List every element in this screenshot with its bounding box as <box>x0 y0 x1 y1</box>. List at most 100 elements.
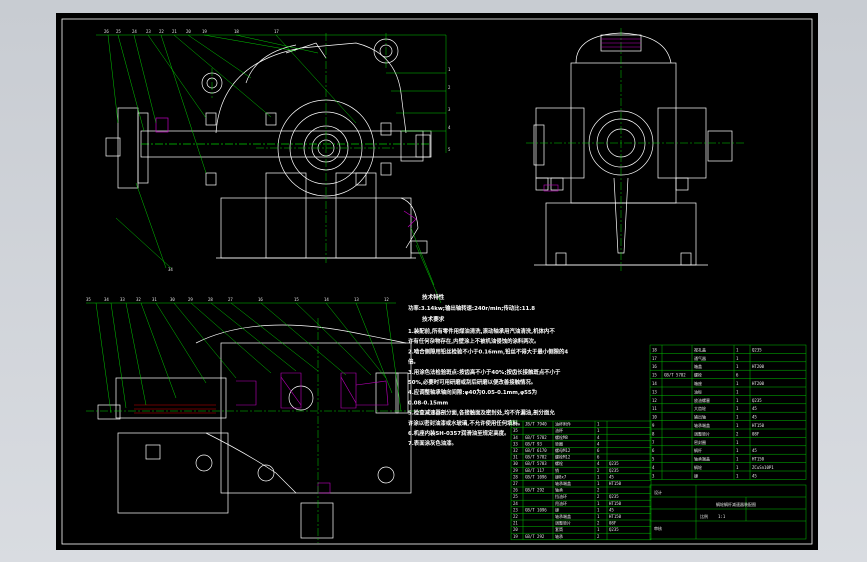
table-cell: 27 <box>513 481 518 486</box>
table-cell: 箱座 <box>694 380 702 386</box>
side-view <box>533 32 733 266</box>
table-cell: 25 <box>513 494 518 499</box>
table-cell: 1 <box>597 481 600 486</box>
table-cell: 2 <box>597 521 600 526</box>
table-cell: 5 <box>652 457 655 462</box>
table-cell: Q235 <box>609 468 619 473</box>
notes-subtitle: 技术要求 <box>422 315 445 323</box>
table-cell: HT150 <box>609 514 622 519</box>
table-cell: 油标 <box>694 388 702 394</box>
title-block-check: 审核 <box>654 525 662 531</box>
table-cell: 螺母M12 <box>555 447 571 453</box>
table-cell: 调整垫片 <box>694 430 710 436</box>
table-cell: 螺栓M8 <box>555 434 568 440</box>
technical-notes: 技术特性 功率:3.14kw;输出轴转速:240r/min;传动比:11.8 技… <box>407 293 568 447</box>
table-cell: 1 <box>736 440 739 445</box>
table-cell: 1 <box>736 423 739 428</box>
table-cell: 轴承 <box>555 533 563 539</box>
side-view-centerlines <box>526 28 746 271</box>
table-cell: 16 <box>652 364 657 369</box>
table-cell: 1 <box>736 465 739 470</box>
svg-text:33: 33 <box>120 297 125 302</box>
table-cell: GB/T 5783 <box>525 461 547 466</box>
title-block-design: 设计 <box>654 489 662 495</box>
table-cell: 蜗杆 <box>694 447 702 453</box>
table-cell: 19 <box>513 534 518 539</box>
table-cell: 螺栓 <box>694 372 702 378</box>
svg-text:28: 28 <box>208 297 213 302</box>
table-cell: Q235 <box>609 494 619 499</box>
table-cell: 轴承端盖 <box>555 480 571 486</box>
table-cell: 21 <box>513 521 518 526</box>
table-cell: HT150 <box>609 481 622 486</box>
top-view-magenta-section <box>236 372 389 494</box>
svg-text:25: 25 <box>116 29 121 34</box>
table-cell: 4 <box>597 441 600 446</box>
table-cell: 通气器 <box>694 355 706 361</box>
top-view-centerlines <box>86 318 421 543</box>
table-cell: 4 <box>652 465 655 470</box>
table-cell: 4 <box>597 435 600 440</box>
table-cell: 30 <box>513 461 518 466</box>
table-cell: 1 <box>597 501 600 506</box>
table-cell: 1 <box>736 457 739 462</box>
notes-item: 3.用涂色法检验斑点:按齿高不小于40%;按齿长接触斑点不小于 <box>408 368 561 376</box>
table-cell: 输出轴 <box>694 414 706 420</box>
svg-text:21: 21 <box>172 29 177 34</box>
notes-item: 5.检查减速器剖分面,各接触面及密封处,均不许漏油,剖分面允 <box>408 409 555 417</box>
table-cell: 键 <box>694 472 698 478</box>
table-cell: HT150 <box>752 457 765 462</box>
svg-text:27: 27 <box>228 297 233 302</box>
table-cell: 6 <box>652 448 655 453</box>
table-cell: 12 <box>652 398 657 403</box>
notes-item: 许涂以密封油漆或水玻璃,不允许使用任何填料。 <box>408 419 523 427</box>
title-block-scale-label: 比例 <box>700 513 708 519</box>
table-cell: 45 <box>752 448 757 453</box>
table-cell: 2 <box>597 488 600 493</box>
table-cell: GB/T 1096 <box>525 474 547 479</box>
table-cell: 1 <box>736 356 739 361</box>
table-cell: 挡油环 <box>555 493 567 499</box>
table-cell: 45 <box>752 415 757 420</box>
svg-text:30: 30 <box>170 297 175 302</box>
table-cell: GB/T 292 <box>525 534 545 539</box>
table-cell: 29 <box>513 468 518 473</box>
table-cell: 调整垫片 <box>555 520 571 526</box>
table-cell: 20 <box>513 527 518 532</box>
table-cell: 油杯附件 <box>555 421 571 427</box>
table-cell: 11 <box>652 406 657 411</box>
table-cell: 26 <box>513 488 518 493</box>
table-cell: GB/T 5782 <box>525 455 547 460</box>
table-cell: 08F <box>752 431 760 436</box>
table-cell: 密封圈 <box>694 439 706 445</box>
table-cell: 垫圈 <box>555 440 563 446</box>
table-cell: 1 <box>736 381 739 386</box>
table-cell: GB/T 93 <box>525 441 542 446</box>
notes-item: 4.应调整轴承轴向间隙:φ40为0.05-0.1mm,φ55为 <box>408 388 537 396</box>
table-cell: Q235 <box>609 461 619 466</box>
notes-item: 2.啮合侧隙用铅丝检验不小于0.16mm,铅丝不得大于最小侧隙的4 <box>408 347 568 355</box>
notes-spec: 功率:3.14kw;输出轴转速:240r/min;传动比:11.8 <box>408 304 535 312</box>
svg-text:22: 22 <box>159 29 164 34</box>
svg-text:24: 24 <box>132 29 137 34</box>
title-block-name: 蜗轮蜗杆减速器装配图 <box>716 501 756 507</box>
table-cell: 套筒 <box>555 526 563 532</box>
table-cell: 轴承 <box>555 487 563 493</box>
table-cell: 1 <box>736 473 739 478</box>
table-cell: 45 <box>609 474 614 479</box>
table-cell: 2 <box>597 534 600 539</box>
table-cell: 18 <box>652 347 657 352</box>
outer-border <box>61 18 813 545</box>
table-cell: 45 <box>752 473 757 478</box>
table-cell: 1 <box>597 428 600 433</box>
table-cell: 10 <box>652 415 657 420</box>
table-cell: 箱盖 <box>694 363 702 369</box>
table-cell: 甩油环 <box>555 500 567 506</box>
table-cell: 45 <box>609 507 614 512</box>
svg-text:32: 32 <box>136 297 141 302</box>
